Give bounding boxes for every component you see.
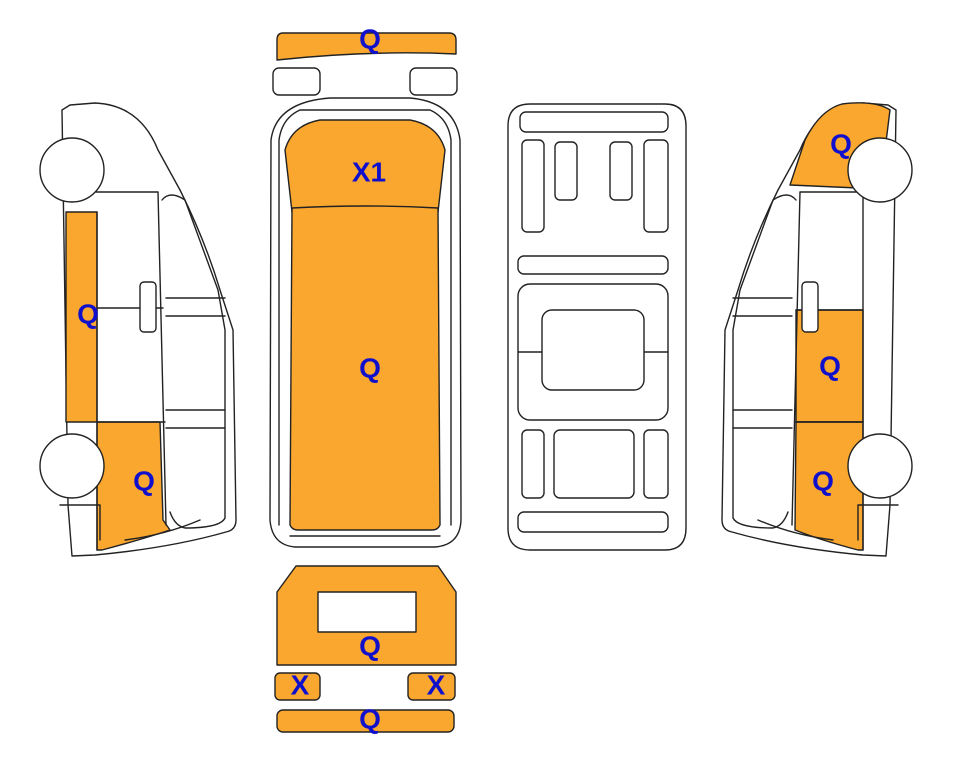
underside-panel-top (519, 111, 669, 133)
rear-view (274, 565, 457, 733)
front-view (272, 32, 458, 96)
left-rear-wheel[interactable] (39, 433, 105, 499)
underside-view (507, 103, 687, 551)
left-front-wheel[interactable] (39, 137, 105, 203)
top-view-inner-outline (278, 109, 452, 526)
rear-window (317, 591, 417, 633)
left-side-view (39, 102, 237, 557)
label-front-bumper: Q (359, 23, 381, 54)
rear-light-left-part[interactable] (274, 672, 321, 701)
underside-panel-4 (643, 139, 669, 233)
label-right-side-middle: Q (819, 350, 841, 381)
underside-panel-bottom (517, 511, 669, 533)
label-rear-light-left: X (291, 669, 310, 700)
label-rear-light-right: X (427, 669, 446, 700)
front-headlight-left[interactable] (272, 67, 321, 96)
underside-panel-5 (521, 429, 545, 499)
front-bumper-part[interactable] (276, 32, 457, 61)
right-side-panel-lines (732, 187, 864, 551)
label-roof: Q (359, 352, 381, 383)
right-side-rear-part[interactable] (794, 421, 864, 551)
label-left-side-middle: Q (77, 298, 99, 329)
damage-labels: Q X1 Q Q Q Q Q Q Q X X Q (77, 23, 852, 734)
right-front-wheel[interactable] (847, 137, 913, 203)
label-hood: X1 (352, 156, 386, 187)
left-side-rear-part[interactable] (96, 421, 171, 551)
label-left-side-rear: Q (133, 465, 155, 496)
underside-panel-7 (643, 429, 669, 499)
underside-crossbar-1 (517, 255, 669, 275)
underside-panel-6 (553, 429, 635, 499)
right-rear-wheel[interactable] (847, 433, 913, 499)
right-side-view (721, 102, 913, 557)
right-side-sill-lines (757, 504, 899, 541)
top-view (269, 97, 462, 548)
rear-bumper-part[interactable] (276, 709, 455, 733)
label-right-side-front: Q (830, 128, 852, 159)
right-side-door-handle (801, 281, 819, 333)
front-headlight-right[interactable] (409, 67, 458, 96)
left-side-sill-lines (59, 504, 201, 541)
left-side-door-handle (139, 281, 157, 333)
left-side-panel-lines (95, 191, 226, 551)
label-rear-door: Q (359, 630, 381, 661)
underside-panel-2 (554, 141, 578, 201)
label-right-side-rear: Q (812, 465, 834, 496)
underside-panel-1 (521, 139, 545, 233)
label-rear-bumper: Q (359, 703, 381, 734)
underside-center-box (541, 309, 645, 391)
underside-panel-3 (609, 141, 633, 201)
left-side-window-lines (165, 297, 226, 429)
roof-part[interactable] (289, 205, 441, 531)
rear-light-right-part[interactable] (407, 672, 456, 701)
right-side-window-lines (732, 297, 793, 429)
